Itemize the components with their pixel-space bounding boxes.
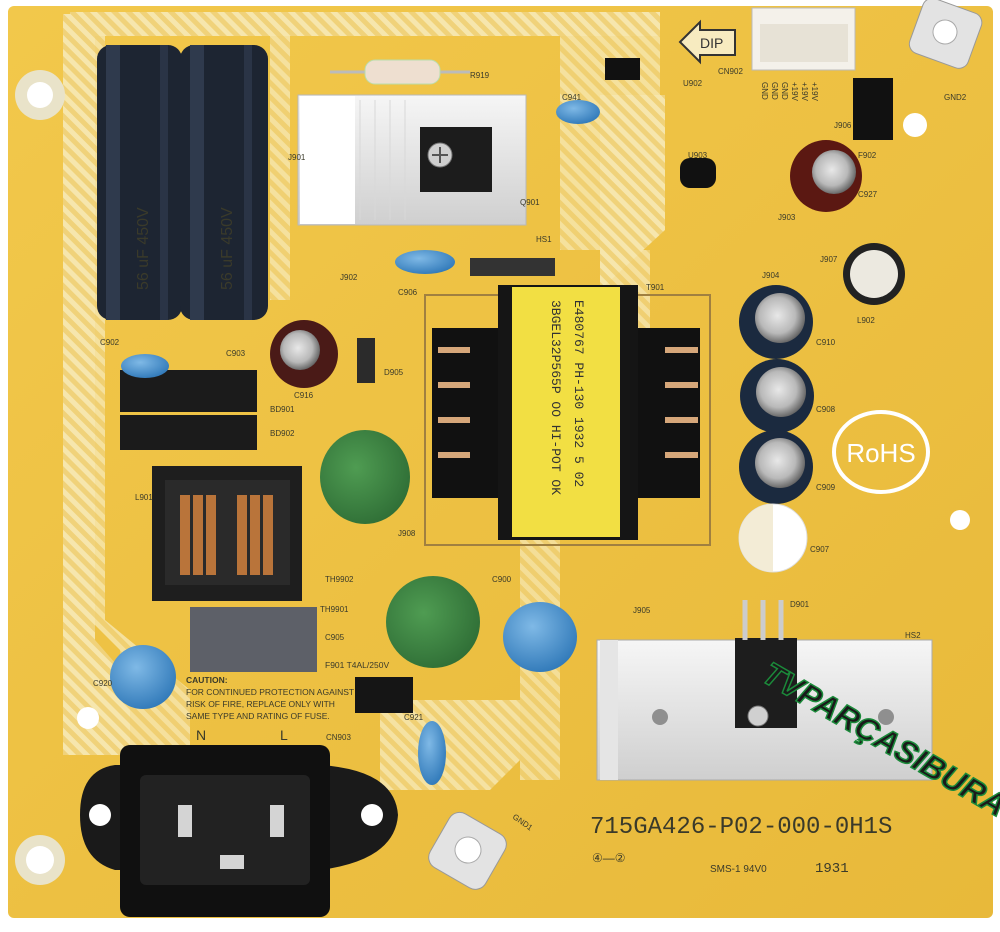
- refdes-c927: C927: [858, 190, 878, 199]
- refdes-j901: J901: [288, 153, 306, 162]
- refdes-bd901: BD901: [270, 405, 295, 414]
- x-capacitor: [190, 607, 317, 672]
- refdes-c908: C908: [816, 405, 836, 414]
- refdes-c916: C916: [294, 391, 314, 400]
- capacitor-c916: [270, 320, 338, 388]
- mounting-hole-bl: [15, 835, 65, 885]
- refdes-j908: J908: [398, 529, 416, 538]
- cap-text-1: 56 uF 450V: [135, 207, 152, 290]
- capacitor-c927: [790, 140, 862, 212]
- part-number: 715GA426-P02-000-0H1S: [590, 814, 892, 841]
- refdes-th9902: TH9902: [325, 575, 354, 584]
- capacitor-c909: [739, 430, 813, 504]
- ceramic-cap-c941: [556, 100, 600, 124]
- refdes-j907: J907: [820, 255, 838, 264]
- refdes-c941: C941: [562, 93, 582, 102]
- caution-line-3: SAME TYPE AND RATING OF FUSE.: [186, 711, 330, 721]
- ceramic-cap-c906: [395, 250, 455, 274]
- refdes-j903: J903: [778, 213, 796, 222]
- refdes-r919: R919: [470, 71, 490, 80]
- heatsink-hs1: [298, 95, 526, 225]
- refdes-gnd2: GND2: [944, 93, 967, 102]
- refdes-j904: J904: [762, 271, 780, 280]
- refdes-c903: C903: [226, 349, 246, 358]
- diode-d905: [357, 338, 375, 383]
- bridge-bd902: [120, 415, 257, 450]
- refdes-c905: C905: [325, 633, 345, 642]
- refdes-bd902: BD902: [270, 429, 295, 438]
- pin-label-3: GND: [780, 82, 789, 100]
- choke-l901: [152, 466, 302, 601]
- fuse-f902: [853, 78, 893, 140]
- refdes-c900: C900: [492, 575, 512, 584]
- refdes-u903: U903: [688, 151, 708, 160]
- pin-label-4: +19V: [790, 82, 799, 102]
- caution-line-2: RISK OF FIRE, REPLACE ONLY WITH: [186, 699, 335, 709]
- connector-cn902: [752, 8, 855, 70]
- dip-label: DIP: [700, 35, 723, 51]
- pin-label-2: GND: [770, 82, 779, 100]
- pin-label-1: GND: [760, 82, 769, 100]
- refdes-j905: J905: [633, 606, 651, 615]
- caution-title: CAUTION:: [186, 675, 228, 685]
- refdes-hs1: HS1: [536, 235, 552, 244]
- transformer-line-1: 3BGEL32P565P OO HI-POT OK: [548, 300, 563, 495]
- refdes-c909: C909: [816, 483, 836, 492]
- refdes-c902: C902: [100, 338, 120, 347]
- refdes-j902: J902: [340, 273, 358, 282]
- refdes-cn902: CN902: [718, 67, 743, 76]
- fuse-f901: [355, 677, 413, 713]
- rohs-text: RoHS: [846, 438, 915, 468]
- mark-n: N: [196, 727, 206, 743]
- refdes-j906: J906: [834, 121, 852, 130]
- refdes-th9901: TH9901: [320, 605, 349, 614]
- mounting-hole-ml: [77, 707, 99, 729]
- capacitor-c908: [740, 359, 814, 433]
- circled-numbers: ④—②: [592, 851, 626, 865]
- refdes-q901: Q901: [520, 198, 540, 207]
- refdes-c910: C910: [816, 338, 836, 347]
- caution-line-1: FOR CONTINUED PROTECTION AGAINST: [186, 687, 354, 697]
- refdes-c906: C906: [398, 288, 418, 297]
- inductor-l902: [843, 243, 905, 305]
- refdes-d905: D905: [384, 368, 404, 377]
- refdes-cn903: CN903: [326, 733, 351, 742]
- refdes-t901: T901: [646, 283, 665, 292]
- thermistor-green: [386, 576, 480, 668]
- optocoupler-u902: [605, 58, 640, 80]
- regulator-u903: [680, 158, 716, 188]
- refdes-u902: U902: [683, 79, 703, 88]
- ceramic-cap-c920: [110, 645, 176, 709]
- cap-text-2: 56 uF 450V: [219, 207, 236, 290]
- refdes-c920: C920: [93, 679, 113, 688]
- date-code: 1931: [815, 861, 849, 877]
- capacitor-c910: [739, 285, 813, 359]
- transformer-line-2: E480767 PH-130 1932 5 02: [571, 300, 586, 487]
- refdes-l902: L902: [857, 316, 875, 325]
- pin-label-6: +19V: [810, 82, 819, 102]
- pin-label-5: +19V: [800, 82, 809, 102]
- mounting-hole-tr: [903, 113, 927, 137]
- mounting-hole-tl: [15, 70, 65, 120]
- ceramic-cap-c921: [418, 721, 446, 785]
- capacitor-footprint-c907: [739, 504, 807, 572]
- refdes-c921: C921: [404, 713, 424, 722]
- diode-horizontal: [470, 258, 555, 276]
- varistor-green-top: [320, 430, 410, 524]
- bottom-marks: SMS-1 94V0: [710, 864, 767, 875]
- refdes-hs2: HS2: [905, 631, 921, 640]
- ceramic-cap-c900: [503, 602, 577, 672]
- refdes-d901: D901: [790, 600, 810, 609]
- mark-l: L: [280, 727, 288, 743]
- refdes-l901: L901: [135, 493, 153, 502]
- fuse-label: F901 T4AL/250V: [325, 660, 389, 670]
- refdes-c907: C907: [810, 545, 830, 554]
- mounting-hole-mr: [950, 510, 970, 530]
- refdes-f902: F902: [858, 151, 877, 160]
